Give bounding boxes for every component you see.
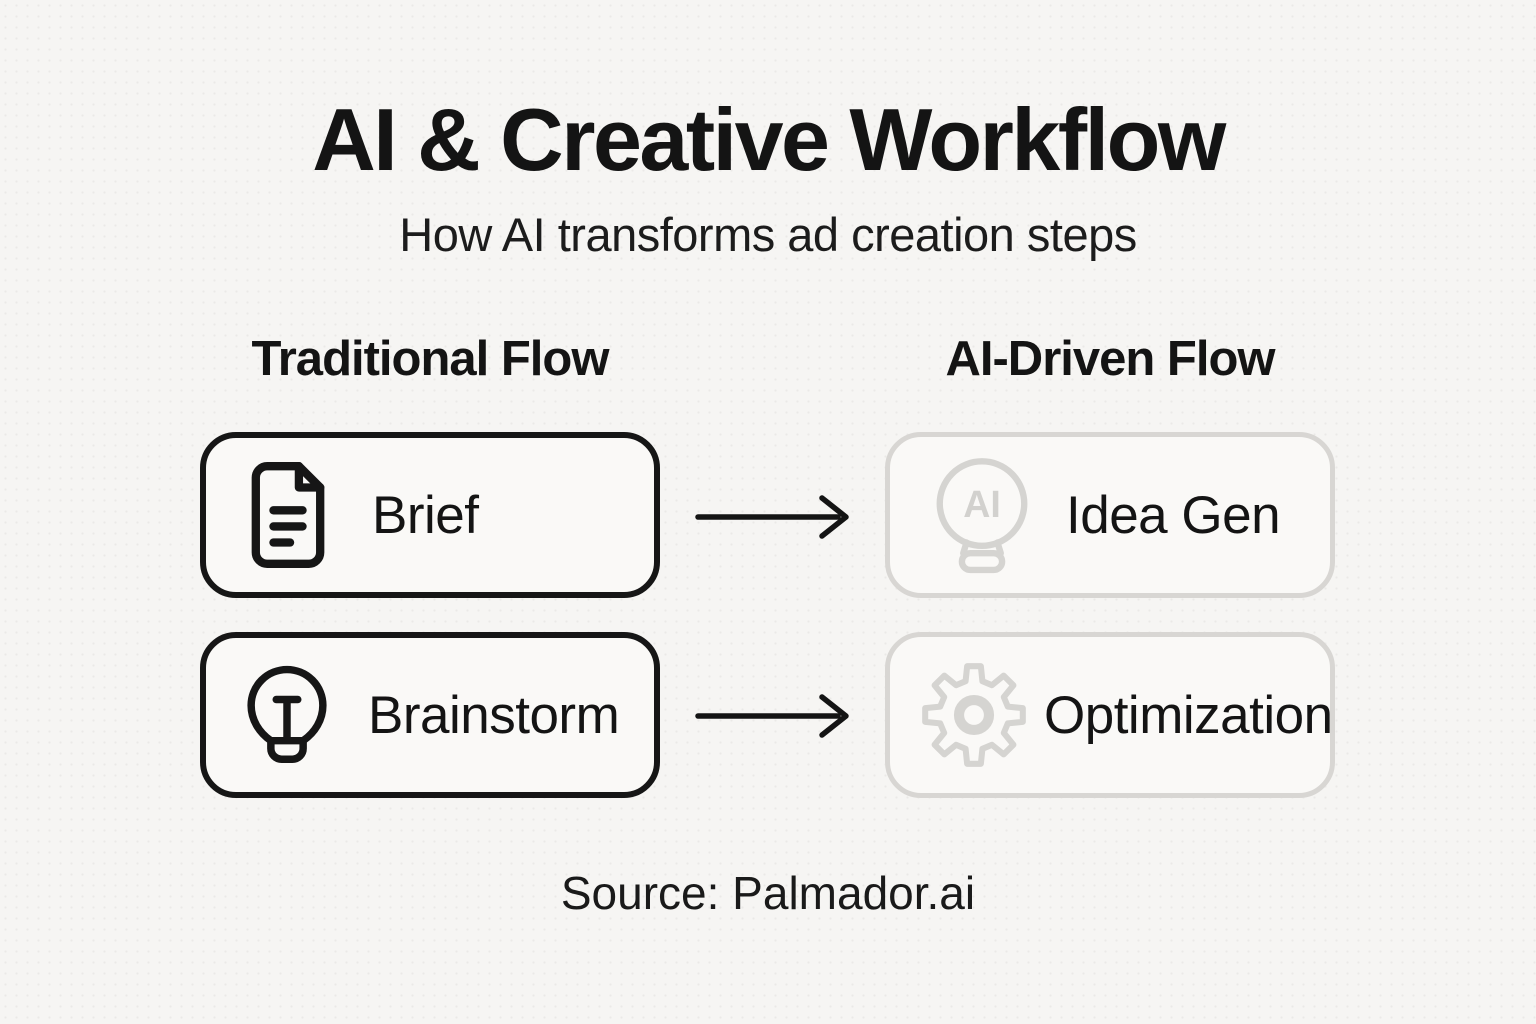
ai-bulb-label: AI [963,483,1001,525]
arrow-right-icon [695,495,849,539]
step-box-brainstorm: Brainstorm [200,632,660,798]
column-header-traditional: Traditional Flow [251,332,610,386]
step-label-optimization: Optimization [1044,685,1333,745]
page-title: AI & Creative Workflow [312,90,1226,189]
step-box-idea-gen: AI Idea Gen [885,432,1335,598]
lightbulb-icon [244,663,330,767]
source-attribution: Source: Palmador.ai [560,867,976,919]
page-subtitle: How AI transforms ad creation steps [399,208,1137,261]
step-label-brainstorm: Brainstorm [368,685,620,745]
step-box-brief: Brief [200,432,660,598]
arrow-right-icon [695,694,849,738]
step-box-optimization: Optimization [885,632,1335,798]
column-header-ai-driven: AI-Driven Flow [945,332,1275,386]
gear-icon [916,657,1032,773]
ai-lightbulb-icon: AI [932,456,1032,574]
document-icon [244,461,332,569]
step-label-brief: Brief [372,485,479,545]
step-label-idea-gen: Idea Gen [1066,485,1281,545]
